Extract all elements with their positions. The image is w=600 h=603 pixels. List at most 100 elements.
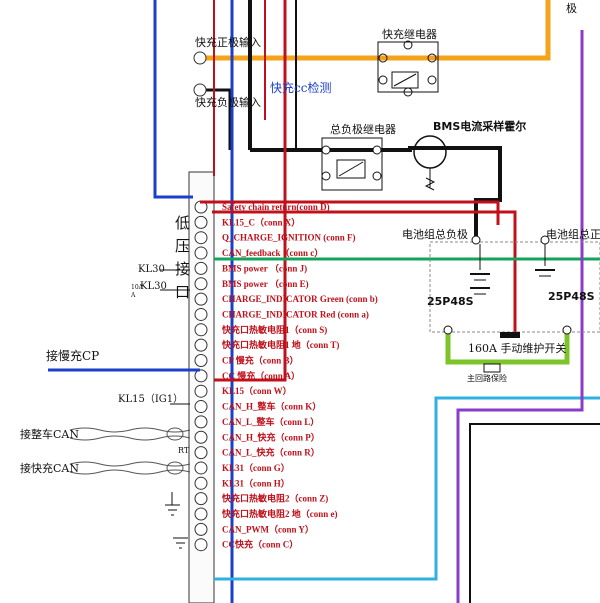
pin-label-10: CP 慢充（conn B） — [222, 355, 299, 366]
black-fast-neg-wire — [195, 88, 232, 150]
connector-pin-8 — [194, 323, 208, 337]
main-fuse-label: 主回路保险 — [467, 373, 507, 383]
bms-hall-label: BMS电流采样霍尔 — [433, 119, 526, 133]
terminal-b — [562, 325, 572, 335]
pos-terminal — [540, 235, 550, 245]
connector-pins — [193, 51, 208, 552]
connector-pin-5 — [194, 277, 208, 291]
black-frame-wire — [469, 423, 600, 603]
terminal-a — [443, 325, 453, 335]
pin-label-1: KL15_C（conn X） — [222, 217, 300, 227]
connector-pin-18 — [194, 476, 208, 490]
connector-label-2: 接 — [175, 260, 190, 278]
connector-pin-13 — [194, 400, 208, 414]
pin-label-13: CAN_H_整车（conn K） — [222, 401, 321, 412]
fast-neg-input-label: 快充负极输入 — [195, 95, 261, 109]
pin-label-0: Safety chain return(conn D) — [222, 202, 330, 212]
connector-pin-20 — [194, 507, 208, 521]
pin-labels: Safety chain return(conn D) KL15_C（conn X… — [222, 202, 378, 550]
pin-label-8: 快充口热敏电阻1（conn S) — [222, 324, 327, 335]
battery-cells-right — [535, 244, 555, 277]
pin-label-6: CHARGE_INDICATOR Green (conn b) — [222, 294, 378, 304]
connector-pin-6 — [194, 292, 208, 306]
fast-charge-relay — [377, 40, 439, 97]
bms-current-hall-sensor — [413, 135, 447, 191]
fast-input-pin-1 — [193, 83, 207, 97]
connector-pin-10 — [194, 354, 208, 367]
red-kl15c-wire — [212, 210, 517, 336]
battery-cells-left — [470, 244, 490, 295]
main-negative-relay — [321, 137, 383, 191]
kl30-a-label: KL30 — [138, 264, 165, 275]
connector-pin-4 — [194, 261, 208, 275]
fast-can-twisted-pair — [69, 461, 191, 475]
purple-wire — [456, 30, 584, 603]
pin-label-4: BMS power （conn J) — [222, 263, 307, 273]
connector-pin-3 — [194, 246, 208, 260]
pin-label-3: CAN_feedback（conn c） — [222, 248, 323, 258]
connector-pin-9 — [194, 338, 208, 352]
fast-relay-label: 快充继电器 — [382, 27, 437, 41]
vehicle-can-twisted-pair — [69, 427, 191, 441]
top-right-char: 极 — [566, 1, 577, 15]
fast-pos-input-label: 快充正极输入 — [195, 35, 261, 49]
connector-pin-21 — [194, 522, 208, 536]
pin-label-7: CHARGE_INDICATOR Red (conn a) — [222, 309, 369, 319]
fast-input-pin-0 — [193, 51, 207, 65]
cyan-can-pwm-wire — [214, 396, 600, 581]
kl30-b-label: KL30 — [140, 281, 167, 292]
connector-label-3: 口 — [175, 283, 190, 301]
connector-pin-19 — [194, 492, 208, 506]
pack-left-label: 25P48S — [427, 295, 474, 308]
pin-label-2: Q_CHARGE_IGNITION (conn F) — [222, 233, 356, 243]
main-neg-relay-label: 总负极继电器 — [330, 122, 396, 136]
fast-can-label: 接快充CAN — [20, 461, 79, 475]
main-fuse-symbol — [483, 363, 501, 373]
connector-pin-16 — [194, 446, 208, 460]
fuse-10a-label: 10A — [131, 284, 144, 291]
pin-label-19: 快充口热敏电阻2（conn Z) — [222, 493, 328, 504]
pin-label-14: CAN_L_整车（conn L） — [222, 416, 319, 427]
pin-label-22: CC快充（conn C） — [222, 539, 298, 550]
fuse-a-label: A — [130, 292, 136, 299]
connector-pin-17 — [194, 461, 208, 475]
pin-label-17: KL31（conn G） — [222, 463, 290, 473]
red-safety-chain-wire — [200, 200, 500, 225]
pack-right-label: 25P48S — [548, 290, 595, 303]
connector-pin-2 — [194, 231, 208, 245]
connector-pin-22 — [194, 538, 208, 552]
lime-service-loop — [445, 330, 570, 365]
pin-label-15: CAN_H_快充（conn P） — [222, 431, 320, 442]
connector-pin-7 — [194, 307, 208, 321]
ground-symbols — [165, 492, 188, 549]
connector-pin-15 — [194, 430, 208, 444]
red-wire-box — [214, 0, 287, 382]
connector-pin-11 — [194, 369, 208, 383]
blue-cc-detect-wire — [153, 0, 193, 199]
pin-label-5: BMS power （conn E) — [222, 279, 309, 289]
connector-label-1: 压 — [175, 237, 190, 255]
fast-cc-detect-label: 快充cc检测 — [270, 80, 331, 95]
rt-label: RT — [178, 446, 190, 455]
service-switch-label: 160A 手动维护开关 — [468, 341, 566, 355]
connector-pin-1 — [194, 215, 208, 229]
pin-label-21: CAN_PWM（conn Y） — [222, 524, 314, 534]
service-switch-connector — [500, 332, 520, 338]
battery-total-pos-label: 电池组总正 — [546, 227, 600, 241]
pin-label-11: CC 慢充（conn A） — [222, 370, 300, 381]
slow-cp-label: 接慢充CP — [46, 348, 99, 363]
connector-label-0: 低 — [175, 214, 190, 232]
battery-total-neg-label: 电池组总负极 — [402, 227, 468, 241]
connector-pin-14 — [194, 415, 208, 429]
pin-label-18: KL31（conn H） — [222, 478, 290, 488]
vehicle-can-label: 接整车CAN — [20, 427, 79, 441]
orange-fast-pos-wire — [195, 0, 551, 61]
connector-pin-12 — [194, 384, 208, 398]
pin-label-9: 快充口热敏电阻1 地（conn T) — [222, 339, 339, 350]
neg-terminal — [471, 235, 481, 245]
pin-label-16: CAN_L_快充（conn R） — [222, 447, 320, 458]
kl15-ig1-label: KL15（IG1） — [118, 393, 183, 405]
pin-label-20: 快充口热敏电阻2 地（conn e) — [222, 508, 338, 519]
